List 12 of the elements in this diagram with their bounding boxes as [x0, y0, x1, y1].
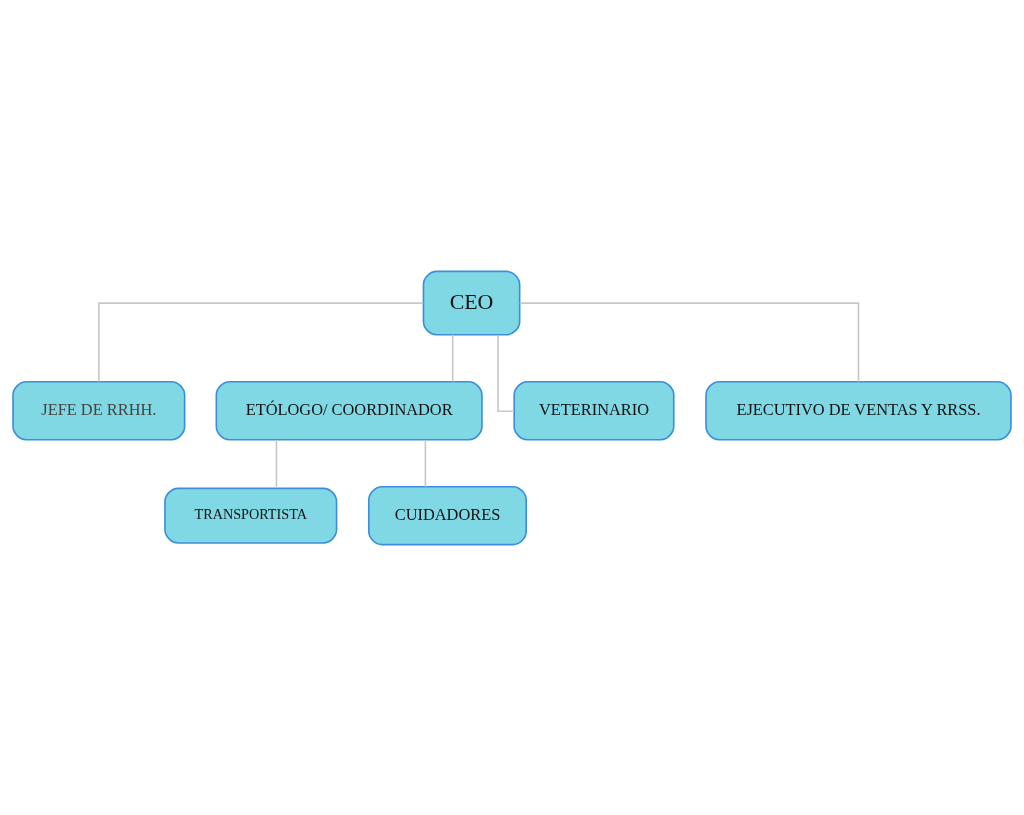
connector: [518, 301, 860, 382]
node-box: ETÓLOGO/ COORDINADOR: [215, 380, 483, 440]
connector: [451, 333, 454, 382]
node-box: JEFE DE RRHH.: [12, 380, 186, 440]
node-box: TRANSPORTISTA: [164, 487, 338, 544]
connector: [275, 438, 278, 489]
node-box: VETERINARIO: [513, 380, 675, 440]
node-box: CEO: [422, 270, 521, 336]
connector: [98, 301, 425, 382]
node-box: CUIDADORES: [368, 485, 528, 545]
connector: [424, 438, 427, 487]
node-box: EJECUTIVO DE VENTAS Y RRSS.: [705, 380, 1012, 440]
